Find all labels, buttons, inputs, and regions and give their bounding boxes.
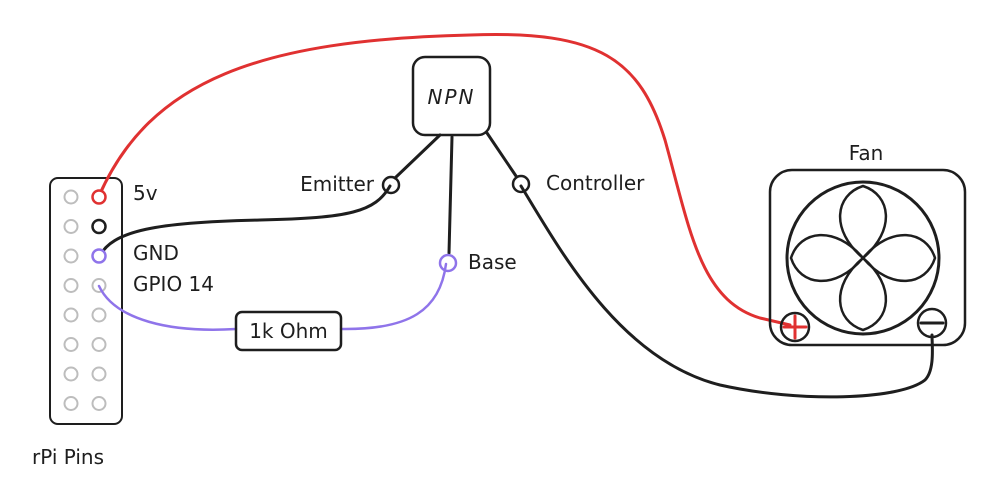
header-pin (63, 307, 79, 323)
pin-label-5v: 5v (133, 181, 158, 205)
pin-5v (91, 189, 107, 205)
plus-icon (779, 311, 811, 343)
header-pin (63, 366, 79, 382)
wire-collector-to-fan-minus (519, 184, 934, 399)
header-pin (63, 278, 79, 293)
header-pin (91, 337, 107, 352)
collector-label: Controller (546, 171, 645, 195)
header-pin (63, 396, 79, 411)
header-pin (91, 366, 107, 382)
pin-gnd (91, 218, 107, 235)
base-terminal (438, 253, 458, 273)
wire-gnd-to-emitter (97, 184, 392, 260)
pin-label-gnd: GND (133, 241, 179, 265)
emitter-label: Emitter (300, 172, 375, 196)
npn-label: NPN (428, 85, 476, 109)
wire-5v-to-fan-plus (97, 32, 792, 327)
base-lead (447, 135, 454, 255)
resistor-box (234, 310, 343, 352)
active-pins (91, 189, 107, 264)
collector-lead (485, 131, 518, 178)
npn-box (411, 55, 492, 137)
header-pin (63, 219, 79, 234)
wire-gpio-to-resistor (97, 284, 238, 331)
fan-blades-icon (789, 184, 937, 332)
pin-gpio-14 (91, 248, 107, 264)
emitter-terminal (381, 175, 401, 195)
base-label: Base (468, 250, 517, 274)
minus-icon (916, 307, 948, 339)
pin-label-gpio14: GPIO 14 (133, 272, 214, 296)
header-pin (63, 248, 79, 264)
emitter-lead (393, 133, 442, 180)
header-pin (91, 396, 107, 411)
resistor-label: 1k Ohm (249, 319, 328, 343)
rpi-pins-label: rPi Pins (32, 445, 104, 469)
header-pin (63, 337, 79, 352)
header-pin (63, 189, 79, 205)
fan-housing (768, 168, 967, 347)
wire-resistor-to-base (339, 262, 448, 331)
fan-label: Fan (849, 141, 884, 165)
fan-rotor-ring (785, 180, 941, 336)
collector-terminal (511, 174, 531, 194)
header-pin (91, 307, 107, 323)
